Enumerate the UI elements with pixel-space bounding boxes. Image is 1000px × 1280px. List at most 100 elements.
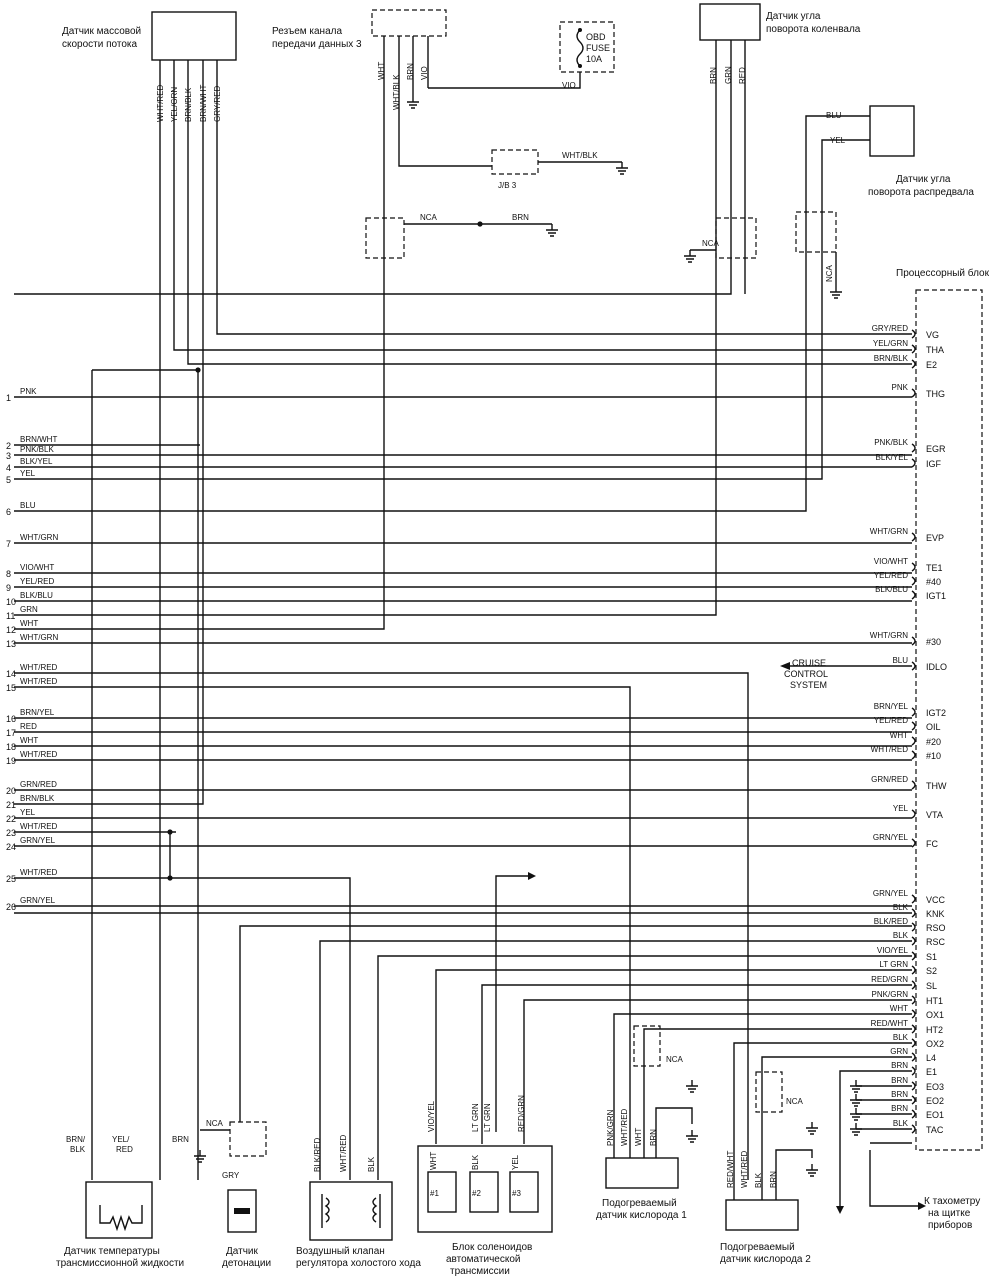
ecm-pin-color: GRN/YEL xyxy=(873,833,909,842)
ground-symbol xyxy=(194,1150,206,1163)
wire xyxy=(523,999,912,1144)
wire xyxy=(14,66,204,805)
dlc3-wire-3: BRN xyxy=(406,63,415,80)
left-pin-number: 18 xyxy=(6,742,16,752)
ecm-pin-connector xyxy=(911,1095,916,1105)
left-pin-color: RED xyxy=(20,722,37,731)
ecm-pin-color: WHT/RED xyxy=(871,745,909,754)
tach-label-1: К тахометру xyxy=(924,1196,980,1207)
wire-layer xyxy=(14,36,912,1214)
knock-sensor: NCA BRN GRY Датчик детонации xyxy=(172,1119,271,1269)
ecm-pin-terminal: S1 xyxy=(926,952,937,962)
ecm-pin-connector xyxy=(911,936,916,946)
wire xyxy=(435,969,912,1144)
wire xyxy=(398,36,492,167)
sol-label-2: автоматической xyxy=(446,1254,520,1265)
left-pin-color: YEL xyxy=(20,808,36,817)
trans-temp-body xyxy=(85,1181,153,1239)
ecm-pin-terminal: OIL xyxy=(926,722,941,732)
cmp-sensor-body xyxy=(869,105,915,157)
wire xyxy=(613,1013,912,1158)
o2-1-wire-4: BRN xyxy=(649,1129,658,1146)
knock-wire-gry: GRY xyxy=(222,1171,240,1180)
ground-symbol xyxy=(850,1108,862,1121)
cruise-label-1: CRUISE xyxy=(792,658,826,668)
ecm-pin-color: BLK xyxy=(893,903,909,912)
left-pin-color: WHT/GRN xyxy=(20,533,58,542)
tach-label-3: приборов xyxy=(928,1219,972,1231)
o2-sensor-2: RED/WHT WHT/RED BLK BRN NCA Подогреваемы… xyxy=(720,1071,811,1265)
left-pin-color: GRN/YEL xyxy=(20,836,56,845)
ecm-pin-terminal: L4 xyxy=(926,1053,936,1063)
dlc3-wire-1: WHT xyxy=(377,62,386,80)
left-pin-color: BLK/BLU xyxy=(20,591,53,600)
obd-fuse-body xyxy=(559,21,615,73)
o2-1-wire-1: PNK/GRN xyxy=(606,1109,615,1146)
sol-2-label: #2 xyxy=(472,1189,481,1198)
ecm-pin-color: BRN xyxy=(891,1076,908,1085)
ecm-pin-terminal: RSC xyxy=(926,937,946,947)
ecm-pin-connector xyxy=(911,359,916,369)
o2-1-body xyxy=(605,1157,679,1189)
knock-wire-brn: BRN xyxy=(172,1135,189,1144)
ground-symbol xyxy=(806,1164,818,1177)
left-pin-number: 21 xyxy=(6,800,16,810)
sol-inner-1: WHT xyxy=(429,1152,438,1170)
sol-1-label: #1 xyxy=(430,1189,439,1198)
sol-inner-2: BLK xyxy=(471,1154,480,1170)
ecm-pin-color: BLK/YEL xyxy=(876,453,909,462)
o2-2-wire-4: BRN xyxy=(769,1171,778,1188)
ground-symbol xyxy=(684,250,696,263)
solenoid-block: #1 #2 #3 WHT BLK YEL VIO/YEL LT GRN LT G… xyxy=(417,1095,553,1277)
o2-2-wire-3: BLK xyxy=(754,1172,763,1188)
left-pin-color: BRN/WHT xyxy=(20,435,57,444)
cmp-label-1: Датчик угла xyxy=(896,174,951,185)
left-pin-number: 11 xyxy=(6,611,15,621)
ecm-pin-terminal: THW xyxy=(926,781,947,791)
ecm-pin-color: WHT xyxy=(890,731,908,740)
ground-symbol xyxy=(546,224,558,237)
ecm-pin-terminal: #20 xyxy=(926,737,941,747)
left-pin-color: WHT xyxy=(20,736,38,745)
wire xyxy=(761,1056,912,1200)
ecm-pin-color: WHT xyxy=(890,1004,908,1013)
ecm-pin-terminal: OX1 xyxy=(926,1010,944,1020)
left-pin-color: YEL xyxy=(20,469,36,478)
obd-fuse-label-2: FUSE xyxy=(586,43,610,53)
o2-1-nca: NCA xyxy=(666,1055,684,1064)
left-pin-number: 7 xyxy=(6,539,11,549)
wire xyxy=(14,877,351,1180)
maf-sensor-label-2: скорости потока xyxy=(62,39,137,50)
tach-label-2: на щитке xyxy=(928,1208,971,1219)
ecm-pin-terminal: KNK xyxy=(926,909,945,919)
wire xyxy=(319,940,912,1180)
ecm-pin-terminal: THG xyxy=(926,389,945,399)
o2-2-wire-1: RED/WHT xyxy=(726,1151,735,1188)
left-pin-color: WHT/RED xyxy=(20,677,58,686)
ecm-pin-connector xyxy=(911,661,916,671)
cruise-label-3: SYSTEM xyxy=(790,680,827,690)
dlc3-wire-2: WHT/BLK xyxy=(392,74,401,110)
left-pin-number: 15 xyxy=(6,683,16,693)
o2-1-label-1: Подогреваемый xyxy=(602,1198,677,1209)
sol-wire-2: LT GRN xyxy=(471,1103,480,1132)
left-pin-color: WHT/RED xyxy=(20,868,58,877)
wire xyxy=(187,66,912,365)
ecm-pin-terminal: S2 xyxy=(926,966,937,976)
jb3-label: J/B 3 xyxy=(498,181,517,190)
ecm-pin-color: PNK/GRN xyxy=(872,990,909,999)
left-pin-color: GRN/YEL xyxy=(20,896,56,905)
o2-sensor-1: PNK/GRN WHT/RED WHT BRN NCA Подогреваемы… xyxy=(596,1025,687,1221)
ecm-pin-connector xyxy=(911,443,916,453)
ground-symbol xyxy=(616,162,628,175)
ecm-pin-color: YEL xyxy=(893,804,909,813)
ecm-pin-connector xyxy=(911,1081,916,1091)
trans-temp-label-2: трансмиссионной жидкости xyxy=(56,1258,184,1269)
jb3-body xyxy=(491,149,539,175)
wire xyxy=(14,115,870,512)
ecm-pin-color: LT GRN xyxy=(879,960,908,969)
wire xyxy=(14,139,870,480)
left-pin-color: VIO/WHT xyxy=(20,563,54,572)
ecm-pin-color: BLU xyxy=(892,656,908,665)
